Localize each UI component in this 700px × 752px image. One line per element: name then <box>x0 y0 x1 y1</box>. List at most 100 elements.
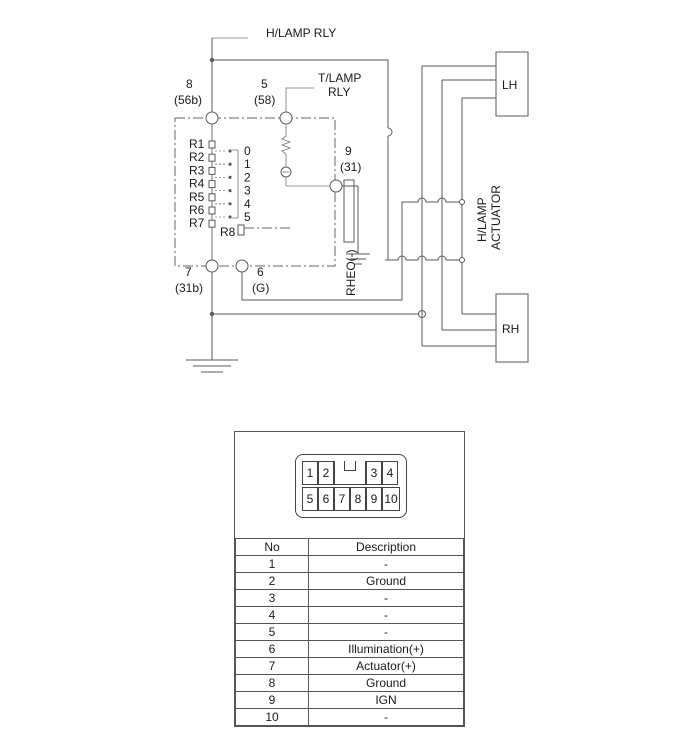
feed-wire-top <box>212 59 389 128</box>
switch-contact <box>228 189 232 193</box>
connector-key-notch <box>344 461 356 471</box>
pin-number-cell: 10 <box>235 708 309 726</box>
connector-pin: 4 <box>382 461 398 485</box>
resistor-label: R3 <box>189 163 205 177</box>
lh-label: LH <box>502 78 517 92</box>
feed-wire-down <box>385 136 389 261</box>
pin7-number: 7 <box>185 265 192 279</box>
switch-position-label: 1 <box>244 157 251 171</box>
actuator-label-1: H/LAMP <box>475 197 489 242</box>
pin6-code: (G) <box>252 281 269 295</box>
pin5-number: 5 <box>261 77 268 91</box>
connector-pin: 6 <box>318 487 334 511</box>
connector-pin: 5 <box>302 487 318 511</box>
pin-number-cell: 2 <box>235 572 309 590</box>
pin-description-cell: Actuator(+) <box>308 657 464 675</box>
pin-description-cell: Ground <box>308 572 464 590</box>
ground-bus-junction <box>209 311 215 317</box>
pin6-terminal <box>235 259 249 273</box>
pin-number-cell: 8 <box>235 674 309 692</box>
rheo-label: RHEO(-) <box>344 249 358 296</box>
resistor-label: R6 <box>189 203 205 217</box>
resistor-element <box>208 180 216 189</box>
pin-number-cell: 5 <box>235 623 309 641</box>
switch-position-label: 5 <box>244 210 251 224</box>
switch-position-label: 0 <box>244 144 251 158</box>
table-row: 3- <box>235 589 464 607</box>
pin-description-cell: - <box>308 623 464 641</box>
pin8-number: 8 <box>186 77 193 91</box>
feed-hop-lower <box>385 255 462 261</box>
pin-number-cell: 9 <box>235 691 309 709</box>
pin-number-cell: 7 <box>235 657 309 675</box>
connector-pin: 9 <box>366 487 382 511</box>
pin-description-cell: - <box>308 589 464 607</box>
resistor-label: R5 <box>189 190 205 204</box>
rh-label: RH <box>502 322 519 336</box>
r8-label: R8 <box>220 225 236 239</box>
table-row: 10- <box>235 708 464 726</box>
pin5-code: (58) <box>254 93 275 107</box>
wiring-diagram: H/LAMP RLY 8 (56b) 5 (58) T/LAMP RLY 9 (… <box>174 26 529 373</box>
switch-position-label: 2 <box>244 170 251 184</box>
pin-description-cell: - <box>308 606 464 624</box>
connector-pin: 3 <box>366 461 382 485</box>
switch-contact <box>228 215 232 219</box>
switch-position-label: 4 <box>244 197 251 211</box>
pin-number-cell: 4 <box>235 606 309 624</box>
connector-pin: 1 <box>302 461 318 485</box>
feed-node-upper <box>459 199 465 205</box>
crossover-top <box>387 127 393 137</box>
tlamp-rly-label-1: T/LAMP <box>318 71 361 85</box>
illumination-resistor <box>280 135 292 155</box>
pin-number-cell: 6 <box>235 640 309 658</box>
resistor-label: R4 <box>189 177 205 191</box>
switch-position-label: 3 <box>244 184 251 198</box>
pin7-code: (31b) <box>175 281 203 295</box>
table-header-row: No Description <box>235 538 464 556</box>
r8-resistor <box>237 224 245 236</box>
resistor-element <box>208 219 216 228</box>
switch-contact <box>228 149 232 153</box>
hlamp-rly-label: H/LAMP RLY <box>266 26 336 40</box>
pin5-terminal <box>279 111 293 125</box>
pin-number-cell: 1 <box>235 555 309 573</box>
pin-description-cell: IGN <box>308 691 464 709</box>
pin9-number: 9 <box>345 144 352 158</box>
header-description: Description <box>308 538 464 556</box>
resistor-element <box>208 166 216 175</box>
pin6-number: 6 <box>257 265 264 279</box>
switch-contact <box>228 175 232 179</box>
resistor-label: R2 <box>189 150 205 164</box>
pin9-code: (31) <box>340 160 361 174</box>
resistor-label: R7 <box>189 216 205 230</box>
connector-pin: 10 <box>382 487 400 511</box>
table-row: 4- <box>235 606 464 624</box>
pin8-terminal <box>205 111 219 125</box>
pin6-wire <box>241 201 412 301</box>
feed-hop-upper <box>412 197 462 203</box>
resistor-element <box>208 206 216 215</box>
tlamp-rly-label-2: RLY <box>328 85 350 99</box>
rh-actuator-box <box>495 293 529 363</box>
pin7-terminal <box>205 259 219 273</box>
switch-contact <box>228 162 232 166</box>
pin-description-cell: - <box>308 555 464 573</box>
switch-contact <box>228 202 232 206</box>
rheostat-element <box>343 179 355 243</box>
pin-description-cell: Ground <box>308 674 464 692</box>
tlamp-rly-lead <box>285 87 314 118</box>
feed-node-lower <box>459 257 465 263</box>
table-row: 5- <box>235 623 464 641</box>
